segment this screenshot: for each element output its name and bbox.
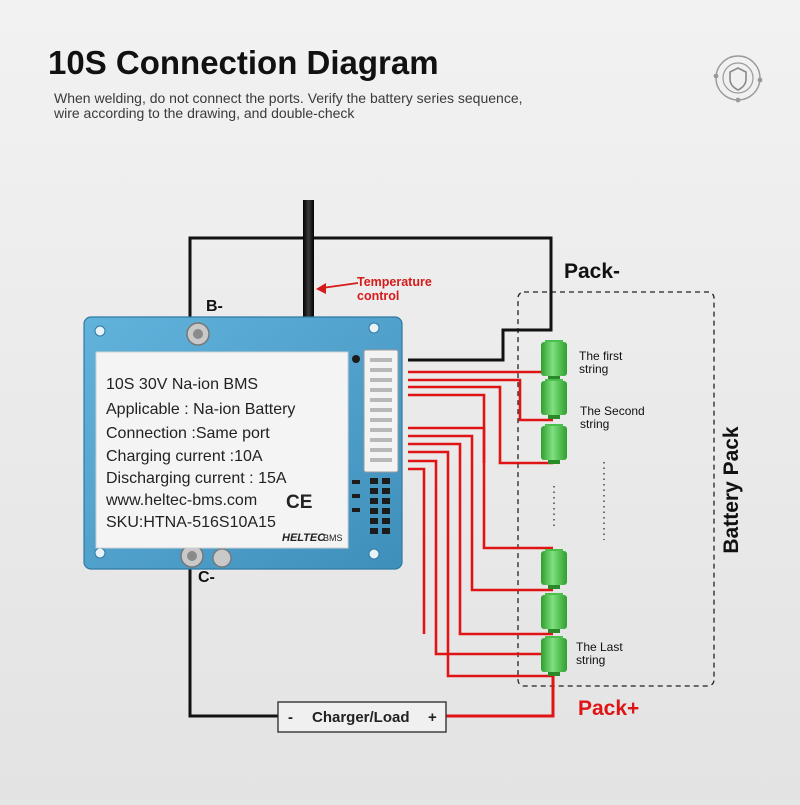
pack-plus-label: Pack+ <box>578 697 639 720</box>
battery-pack-outline <box>517 291 715 687</box>
balance-wire-6 <box>408 434 553 592</box>
temperature-cable <box>303 200 314 324</box>
balance-wire-5 <box>408 426 553 550</box>
charger-plus-sign: + <box>428 709 437 726</box>
brand-logo: HELTEC <box>282 532 326 544</box>
battery-cell-9 <box>541 593 567 633</box>
bms-label-line-1: 10S 30V Na-ion BMS <box>106 376 258 393</box>
bms-label-line-6: www.heltec-bms.com <box>105 492 257 509</box>
bms-label-line-5: Discharging current : 15A <box>106 470 287 487</box>
aux-terminal <box>212 548 232 568</box>
connector-pins <box>370 358 392 462</box>
shield-logo-icon <box>713 55 763 103</box>
battery-cell-3 <box>541 424 567 464</box>
charger-load-label: Charger/Load <box>312 709 410 726</box>
temperature-arrow <box>321 282 359 289</box>
pack-minus-label: Pack- <box>564 260 620 283</box>
b-minus-label: B- <box>206 298 223 315</box>
wire-b-minus <box>188 236 553 362</box>
bms-label-sticker <box>95 351 349 549</box>
header-pins <box>370 478 390 534</box>
brand-suffix: BMS <box>323 533 343 543</box>
cell-label-second-2: string <box>580 417 609 431</box>
ce-mark: CE <box>286 492 312 513</box>
battery-cell-10 <box>541 636 567 676</box>
c-minus-label: C- <box>198 569 215 586</box>
balance-wire-3 <box>408 385 553 465</box>
cell-label-last-1: The Last <box>576 640 623 654</box>
cell-label-second-1: The Second <box>580 404 645 418</box>
main-wires <box>188 236 553 718</box>
bms-board <box>83 316 403 570</box>
balance-wire-8 <box>408 450 553 678</box>
cell-label-first-1: The first <box>579 349 623 363</box>
bms-label-line-7: SKU:HTNA-516S10A15 <box>106 514 276 531</box>
temperature-label-line-2: control <box>357 289 399 303</box>
cell-label-last-2: string <box>576 653 605 667</box>
balance-wire-7 <box>408 442 553 636</box>
balance-wire-2 <box>408 378 553 422</box>
balance-wire-10 <box>408 467 426 634</box>
bms-label-line-4: Charging current :10A <box>106 448 263 465</box>
subtitle-line-2: wire according to the drawing, and doubl… <box>53 105 355 121</box>
balance-wires <box>408 370 553 678</box>
temperature-arrowhead <box>316 283 326 294</box>
battery-cell-2 <box>541 379 567 419</box>
bms-label-line-3: Connection :Same port <box>106 425 270 442</box>
battery-cell-8 <box>541 549 567 589</box>
subtitle-line-1: When welding, do not connect the ports. … <box>54 90 523 106</box>
charger-load-box: - Charger/Load + <box>277 701 447 733</box>
battery-cells <box>541 340 567 676</box>
wire-c-minus <box>188 560 280 718</box>
balance-wire-9 <box>408 459 553 656</box>
temperature-label-line-1: Temperature <box>357 275 432 289</box>
bms-label-line-2: Applicable : Na-ion Battery <box>106 401 295 418</box>
wire-pack-plus <box>444 672 555 718</box>
battery-pack-label: Battery Pack <box>720 426 743 554</box>
battery-cell-1 <box>541 340 567 380</box>
charger-minus-sign: - <box>288 709 293 726</box>
cell-label-first-2: string <box>579 362 608 376</box>
page-title: 10S Connection Diagram <box>48 44 439 81</box>
